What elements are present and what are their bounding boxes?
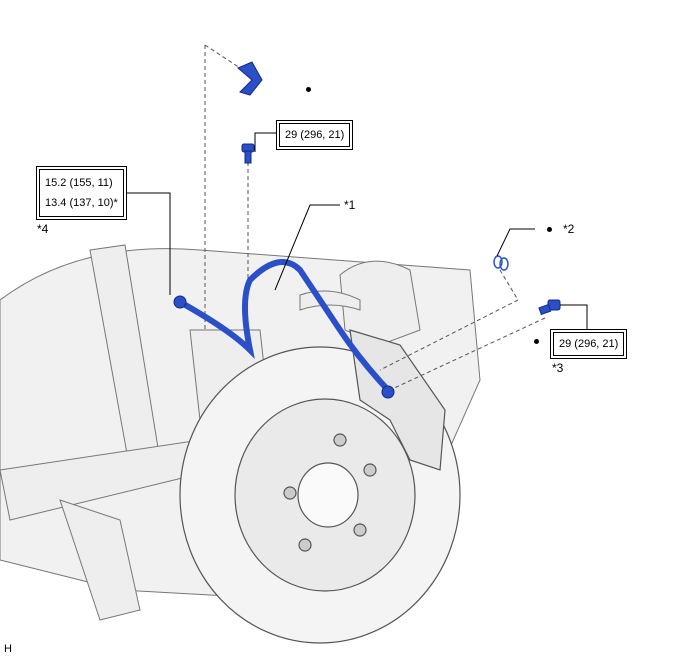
- torque-spec-box-right: 29 (296, 21): [550, 329, 628, 359]
- leader-lines: [120, 132, 588, 330]
- blue-parts: [173, 61, 561, 399]
- clip-icon: [237, 61, 263, 96]
- torque-spec-union-bolt: 15.2 (155, 11) 13.4 (137, 10)*: [39, 169, 124, 217]
- callout-1: *1: [344, 198, 356, 212]
- callout-4: *4: [37, 222, 49, 236]
- torque-spec-line-1: 15.2 (155, 11): [45, 177, 113, 189]
- torque-spec-box-top: 29 (296, 21): [276, 120, 354, 150]
- dashed-guide-lines: [204, 44, 546, 391]
- torque-spec-right: 29 (296, 21): [553, 332, 625, 356]
- torque-spec-top: 29 (296, 21): [279, 123, 351, 147]
- bullet-dot-2: [547, 227, 552, 232]
- brake-caliper: [349, 329, 446, 471]
- flexible-hose: [177, 259, 391, 393]
- bullet-dot-top: [306, 87, 311, 92]
- corner-mark: H: [4, 643, 12, 655]
- callout-3: *3: [552, 361, 564, 375]
- callout-2: *2: [563, 222, 575, 236]
- bullet-dot-3: [534, 339, 539, 344]
- torque-spec-box-union-bolt: 15.2 (155, 11) 13.4 (137, 10)*: [36, 166, 127, 220]
- torque-spec-line-2: 13.4 (137, 10)*: [45, 197, 118, 209]
